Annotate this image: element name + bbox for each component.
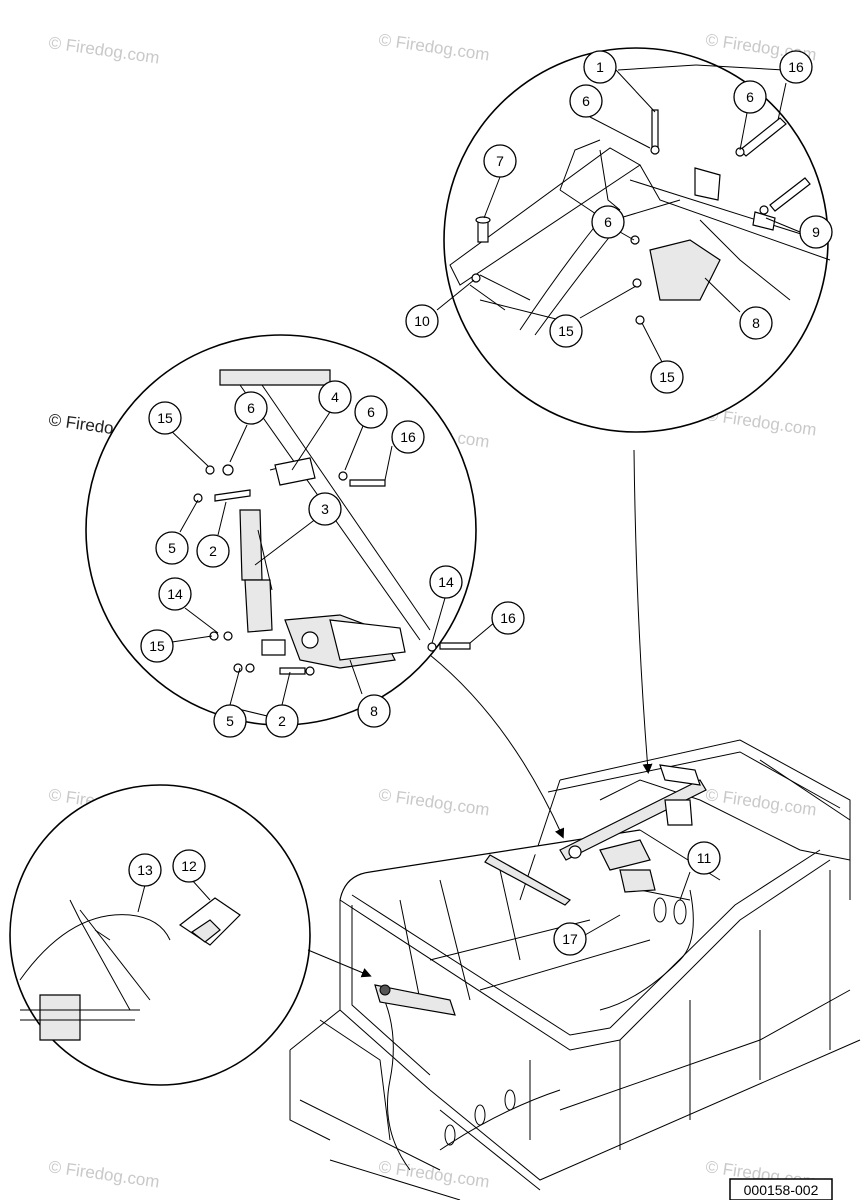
bottom-left-detail-view — [9, 784, 311, 1086]
callout-bubble: 8 — [739, 306, 773, 340]
svg-text:16: 16 — [788, 59, 804, 75]
callout-bubble: 15 — [140, 629, 174, 663]
leader-lines — [137, 64, 801, 936]
callout-bubble: 12 — [172, 849, 206, 883]
svg-text:14: 14 — [438, 574, 454, 590]
watermark: © Firedog.com — [377, 785, 490, 819]
callout-bubble: 6 — [354, 395, 388, 429]
callout-bubble: 4 — [318, 380, 352, 414]
svg-text:6: 6 — [582, 93, 590, 109]
callout-bubble: 5 — [155, 531, 189, 565]
callout-bubble: 2 — [265, 704, 299, 738]
svg-text:8: 8 — [752, 315, 760, 331]
svg-text:15: 15 — [659, 369, 675, 385]
callouts-main: 11 17 — [553, 841, 721, 956]
top-detail-view — [443, 47, 831, 433]
svg-text:6: 6 — [367, 404, 375, 420]
callout-bubble: 11 — [687, 841, 721, 875]
pointer-arrows — [307, 449, 653, 978]
svg-text:15: 15 — [149, 638, 165, 654]
svg-text:2: 2 — [278, 713, 286, 729]
svg-text:6: 6 — [604, 214, 612, 230]
svg-text:11: 11 — [697, 850, 712, 866]
callout-bubble: 15 — [650, 360, 684, 394]
svg-text:15: 15 — [157, 410, 173, 426]
callout-bubble: 17 — [553, 922, 587, 956]
watermark: © Firedog.com — [377, 30, 490, 64]
callout-bubble: 15 — [148, 401, 182, 435]
middle-detail-view — [85, 334, 477, 726]
reference-number-box: 000158-002 — [729, 1178, 833, 1200]
svg-text:17: 17 — [562, 931, 578, 947]
callout-bubble: 15 — [549, 314, 583, 348]
svg-text:13: 13 — [137, 862, 153, 878]
reference-number: 000158-002 — [744, 1182, 819, 1198]
callout-bubble: 14 — [429, 565, 463, 599]
callout-bubble: 14 — [158, 577, 192, 611]
svg-text:16: 16 — [400, 429, 416, 445]
svg-text:6: 6 — [746, 89, 754, 105]
callout-bubble: 7 — [483, 144, 517, 178]
svg-text:1: 1 — [596, 59, 604, 75]
callout-bubble: 6 — [234, 391, 268, 425]
svg-text:12: 12 — [181, 858, 197, 874]
svg-text:9: 9 — [812, 224, 820, 240]
callout-bubble: 13 — [128, 853, 162, 887]
callout-bubble: 16 — [779, 50, 813, 84]
svg-text:2: 2 — [209, 543, 217, 559]
watermark: © Firedog.com — [47, 33, 160, 67]
callout-bubble: 3 — [308, 492, 342, 526]
watermark: © Firedog.com — [704, 785, 817, 819]
svg-text:10: 10 — [414, 313, 430, 329]
svg-text:8: 8 — [370, 703, 378, 719]
callout-bubble: 10 — [405, 304, 439, 338]
callout-bubble: 16 — [391, 420, 425, 454]
callout-bubble: 6 — [591, 205, 625, 239]
svg-text:4: 4 — [331, 389, 339, 405]
svg-text:15: 15 — [558, 323, 574, 339]
svg-text:7: 7 — [496, 153, 504, 169]
callouts-middle: 15 6 4 6 16 3 5 2 14 15 14 16 5 2 8 — [140, 380, 525, 738]
callout-bubble: 1 — [583, 50, 617, 84]
callout-bubble: 2 — [196, 534, 230, 568]
callout-bubble: 5 — [213, 704, 247, 738]
callout-bubble: 9 — [799, 215, 833, 249]
vehicle-frame-drawing — [289, 739, 861, 1200]
svg-text:14: 14 — [167, 586, 183, 602]
callouts-bottom-left: 13 12 — [128, 849, 206, 887]
svg-text:16: 16 — [500, 610, 516, 626]
watermark: © Firedog.com — [377, 1157, 490, 1191]
svg-text:5: 5 — [168, 540, 176, 556]
callouts-top: 1 6 6 16 7 6 9 10 15 8 15 — [405, 50, 833, 394]
svg-text:6: 6 — [247, 400, 255, 416]
callout-bubble: 8 — [357, 694, 391, 728]
svg-text:5: 5 — [226, 713, 234, 729]
callout-bubble: 16 — [491, 601, 525, 635]
svg-text:3: 3 — [321, 501, 329, 517]
watermark: © Firedog.com — [47, 1157, 160, 1191]
callout-bubble: 6 — [569, 84, 603, 118]
callout-bubble: 6 — [733, 80, 767, 114]
